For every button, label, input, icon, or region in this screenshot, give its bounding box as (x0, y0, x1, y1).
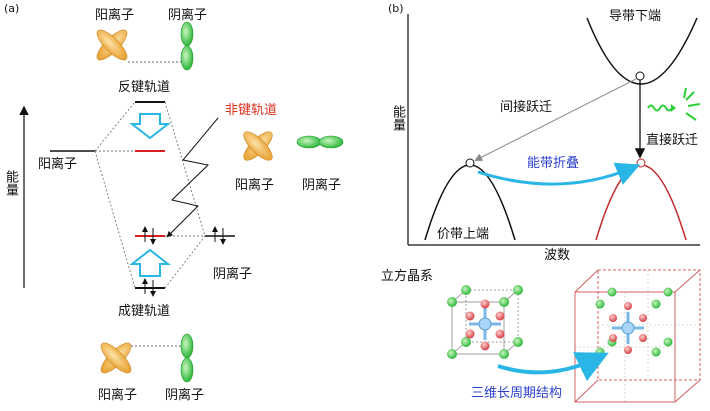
cation-bottom-label: 阳离子 (98, 388, 138, 403)
panel-b-label: (b) (388, 2, 404, 15)
bonding-label: 成键轨道 (118, 304, 171, 319)
vbm-point (465, 158, 475, 168)
vbm-label: 价带上端 (437, 227, 490, 242)
nonbonding-label: 非键轨道 (225, 103, 278, 118)
wavenumber-label: 波数 (544, 248, 571, 263)
indirect-label: 间接跃迁 (500, 100, 553, 115)
energy-label-a: 能量 (3, 170, 18, 196)
zigzag-arrow (166, 117, 219, 238)
antibonding-label: 反键轨道 (118, 80, 171, 95)
periodic-arrow (497, 352, 609, 382)
folding-arrow (477, 162, 641, 186)
cation-top-label: 阳离子 (95, 8, 135, 23)
anion-bottom-orbital-icon (180, 333, 194, 383)
conduction-band (586, 17, 698, 85)
anion-right-label: 阴离子 (213, 267, 253, 282)
cation-mid-orbital-icon (243, 131, 273, 161)
periodic-label: 三维长周期结构 (471, 386, 563, 401)
down-block-arrow (129, 113, 171, 140)
panel-a-label: (a) (4, 2, 20, 15)
folded-vbm-point (636, 158, 646, 168)
cubic-label: 立方晶系 (381, 269, 434, 284)
cubic-cell-atoms (447, 285, 523, 359)
anion-top-label: 阴离子 (168, 8, 208, 23)
anion-bottom-label: 阴离子 (165, 388, 205, 403)
photon-burst-icon (683, 87, 701, 121)
anion-orbital-icon (180, 21, 194, 71)
anion-mid-label: 阴离子 (302, 178, 342, 193)
cation-orbital-icon (96, 29, 128, 61)
direct-label: 直接跃迁 (646, 133, 699, 148)
supercell-icon (574, 269, 701, 403)
photon-wave (647, 104, 673, 112)
up-block-arrow (129, 248, 171, 277)
cation-bottom-orbital-icon (100, 342, 132, 374)
indirect-arrow (474, 78, 637, 161)
folding-label: 能带折叠 (527, 156, 580, 171)
energy-label-b: 能量 (390, 105, 405, 131)
cbm-point (635, 71, 645, 81)
anion-mid-orbital-icon (296, 135, 344, 149)
cation-mid-label: 阳离子 (235, 178, 275, 193)
cation-left-label: 阳离子 (38, 157, 78, 172)
supercell-atoms (595, 287, 673, 357)
cbm-label: 导带下端 (609, 9, 662, 24)
